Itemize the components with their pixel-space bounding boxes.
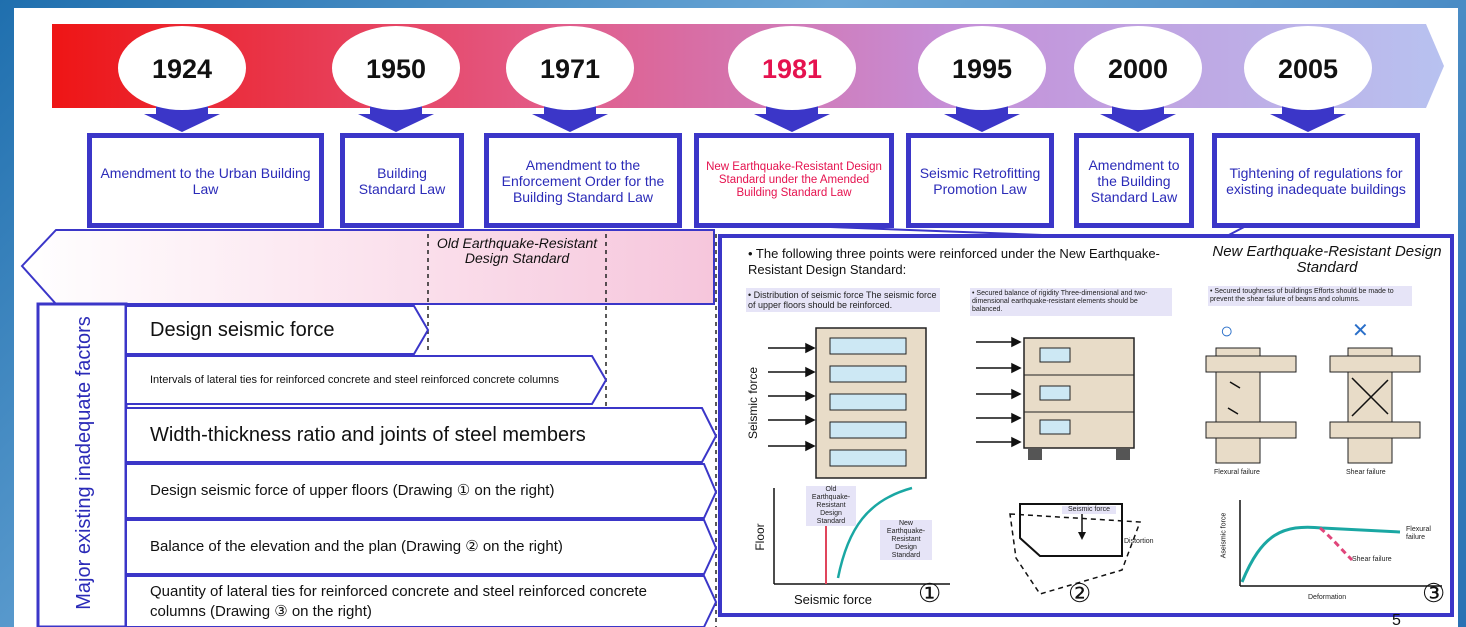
year-marker-2005: 2005 [1244, 26, 1372, 132]
building-drawing-2 [1023, 337, 1135, 460]
factor-row-3: Width-thickness ratio and joints of stee… [150, 423, 586, 446]
year-label: 1971 [540, 54, 600, 84]
law-box-1995: Seismic Retrofitting Promotion Law [906, 133, 1054, 228]
year-marker-2000: 2000 [1074, 26, 1202, 132]
law-box-2000: Amendment to the Building Standard Law [1074, 133, 1194, 228]
year-arrow [754, 104, 830, 132]
drawing-1-number: ① [918, 578, 942, 608]
slide-panel: 1924 1950 1971 1981 1995 2000 2005 Amendment t… [14, 8, 1458, 627]
flexural-failure-caption: Flexural failure [1214, 469, 1260, 476]
factor-row-1: Design seismic force [150, 318, 335, 341]
year-oval [332, 26, 460, 110]
seismic-force-vertical-wrap: Seismic force [744, 346, 764, 466]
shear-failure-curve-label: Shear failure [1352, 556, 1392, 563]
law-box-2005: Tightening of regulations for existing i… [1212, 133, 1420, 228]
new-standard-intro: • The following three points were reinfo… [748, 246, 1160, 277]
law-box-1981: New Earthquake-Resistant Design Standard… [694, 133, 894, 228]
old-standard-arrow [20, 229, 715, 305]
column-drawing-flexural [1205, 347, 1297, 464]
law-box-1924: Amendment to the Urban Building Law [87, 133, 324, 228]
year-label: 1924 [152, 54, 212, 84]
point3-text: • Secured toughness of buildings Efforts… [1208, 286, 1412, 306]
law-box-1971: Amendment to the Enforcement Order for t… [484, 133, 682, 228]
year-ovals: 1924 1950 1971 1981 1995 2000 2005 [118, 26, 1372, 132]
new-curve-label: New Earthquake-Resistant Design Standard [880, 520, 932, 560]
factor-row-2: Intervals of lateral ties for reinforced… [150, 373, 560, 386]
year-oval [728, 26, 856, 110]
year-marker-1971: 1971 [506, 26, 634, 132]
distortion-drawing [1009, 503, 1142, 595]
year-arrow [944, 104, 1020, 132]
aseismic-force-axis-label: Aseismic force [1220, 512, 1228, 559]
year-label: 1981 [762, 54, 822, 84]
cross-icon: ✕ [1352, 320, 1369, 342]
circle-icon: ○ [1220, 318, 1234, 343]
year-marker-1924: 1924 [118, 26, 246, 132]
year-label: 1995 [952, 54, 1012, 84]
factor-row-5: Balance of the elevation and the plan (D… [150, 538, 563, 555]
year-marker-1995: 1995 [918, 26, 1046, 132]
factor-row-6: Quantity of lateral ties for reinforced … [150, 582, 647, 620]
year-label: 2005 [1278, 54, 1338, 84]
year-label: 2000 [1108, 54, 1168, 84]
factor-row-4: Design seismic force of upper floors (Dr… [150, 482, 555, 499]
year-label: 1950 [366, 54, 426, 84]
year-marker-1950: 1950 [332, 26, 460, 132]
point1-text: • Distribution of seismic force The seis… [746, 288, 940, 312]
seismic-force-arrow-label: Seismic force [1062, 506, 1116, 514]
page-number: 5 [1392, 612, 1401, 627]
year-arrow [532, 104, 608, 132]
drawing-2-number: ② [1068, 578, 1092, 608]
point2-text: • Secured balance of rigidity Three-dime… [970, 288, 1172, 316]
seismic-force-xlabel: Seismic force [794, 592, 873, 607]
factor-shapes [125, 305, 718, 627]
building-drawing-1 [815, 327, 927, 479]
deformation-axis-label: Deformation [1308, 594, 1347, 601]
drawing-3-number: ③ [1422, 578, 1446, 608]
distortion-label: Distortion [1124, 538, 1154, 545]
year-arrow [1100, 104, 1176, 132]
year-oval [1074, 26, 1202, 110]
floor-axis-wrap: Floor [750, 520, 770, 560]
aseismic-chart [1239, 500, 1442, 587]
new-standard-panel: • The following three points were reinfo… [718, 234, 1454, 617]
year-marker-1981: 1981 [728, 26, 856, 132]
year-oval [118, 26, 246, 110]
floor-axis-label: Floor [753, 523, 767, 551]
new-standard-drawings [768, 327, 1442, 595]
aseismic-axis-wrap: Aseismic force [1216, 508, 1236, 568]
new-standard-title: New Earthquake-Resistant Design Standard [1212, 243, 1442, 276]
flexural-failure-curve-label: Flexural failure [1406, 526, 1431, 541]
law-box-1950: Building Standard Law [340, 133, 464, 228]
year-oval [1244, 26, 1372, 110]
seismic-force-axis-label: Seismic force [746, 366, 760, 440]
year-oval [506, 26, 634, 110]
year-oval [918, 26, 1046, 110]
year-arrow [1270, 104, 1346, 132]
column-drawing-shear [1329, 347, 1421, 464]
year-arrow [144, 104, 220, 132]
shear-failure-caption: Shear failure [1346, 469, 1386, 476]
old-standard-label: Old Earthquake-Resistant Design Standard [436, 235, 598, 266]
year-arrow [358, 104, 434, 132]
old-curve-label: Old Earthquake-Resistant Design Standard [806, 486, 856, 526]
